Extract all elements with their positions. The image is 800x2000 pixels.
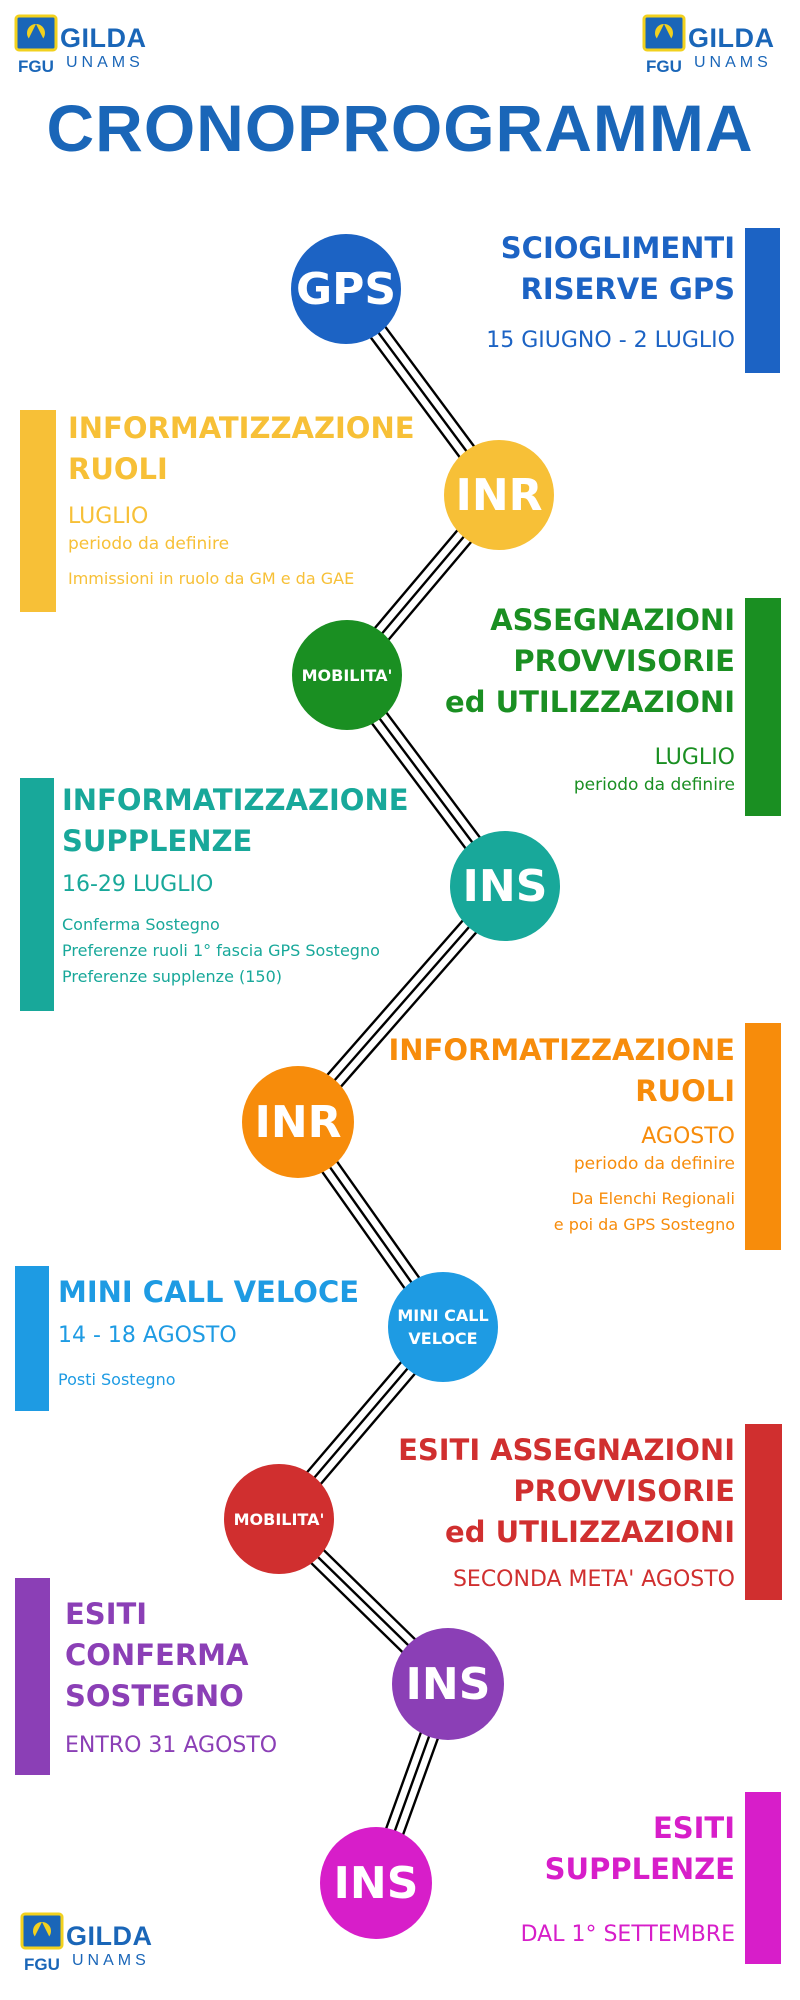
gilda-logo-icon: FGU [642, 14, 686, 76]
step-title-line: SUPPLENZE [544, 1852, 735, 1886]
bar-s1 [745, 228, 780, 373]
step-title-line: SOSTEGNO [65, 1679, 244, 1713]
node-mobilita-1: MOBILITA' [292, 620, 402, 730]
step-title-line: INFORMATIZZAZIONE [68, 411, 415, 445]
step-title-line: PROVVISORIE [513, 644, 735, 678]
bar-s5 [745, 1023, 781, 1250]
step-period: periodo da definire [68, 534, 230, 554]
node-mobilita-2: MOBILITA' [224, 1464, 334, 1574]
logo-bottom-left: FGU GILDA UNAMS [20, 1912, 172, 1980]
node-ins-2: INS [392, 1628, 504, 1740]
node-mini-call: MINI CALL VELOCE [388, 1272, 498, 1382]
step-informatizzazione-ruoli-1: INFORMATIZZAZIONE RUOLI LUGLIO periodo d… [68, 408, 448, 592]
logo-badge-text: FGU [646, 57, 682, 76]
step-title-line: RISERVE GPS [520, 272, 735, 306]
step-informatizzazione-ruoli-2: INFORMATIZZAZIONE RUOLI AGOSTO periodo d… [385, 1030, 735, 1238]
node-ins-1: INS [450, 831, 560, 941]
step-date: LUGLIO [654, 745, 735, 770]
step-title-line: ed UTILIZZAZIONI [445, 1515, 735, 1549]
node-gps: GPS [291, 234, 401, 344]
step-title-line: PROVVISORIE [513, 1474, 735, 1508]
step-note: e poi da GPS Sostegno [553, 1215, 735, 1234]
step-title-line: ESITI [652, 1811, 735, 1845]
step-mini-call-veloce: MINI CALL VELOCE 14 - 18 AGOSTO Posti So… [58, 1272, 378, 1393]
step-title-line: SCIOGLIMENTI [500, 231, 735, 265]
step-date: 14 - 18 AGOSTO [58, 1323, 237, 1348]
step-title-line: SUPPLENZE [62, 824, 253, 858]
step-title-line: ESITI [65, 1597, 148, 1631]
node-ins-3: INS [320, 1827, 432, 1939]
bar-s7 [745, 1424, 782, 1600]
page-title: CRONOPROGRAMMA [46, 91, 754, 165]
step-assegnazioni-provvisorie: ASSEGNAZIONI PROVVISORIE ed UTILIZZAZION… [400, 600, 735, 797]
bar-s4 [20, 778, 54, 1011]
gilda-logo-icon: FGU [20, 1912, 64, 1974]
gilda-logo-icon: FGU [14, 14, 58, 76]
step-title-line: ESITI ASSEGNAZIONI [398, 1433, 735, 1467]
bar-s6 [15, 1266, 49, 1411]
logo-name: GILDA [688, 23, 775, 53]
step-title-line: CONFERMA [65, 1638, 249, 1672]
step-date: AGOSTO [641, 1124, 735, 1149]
step-note: Conferma Sostegno [62, 915, 220, 934]
logo-top-right: FGU GILDA UNAMS [642, 14, 794, 82]
logo-badge-text: FGU [18, 57, 54, 76]
logo-name: GILDA [60, 23, 147, 53]
step-date: LUGLIO [68, 504, 149, 529]
bar-s3 [745, 598, 781, 816]
step-date: ENTRO 31 AGOSTO [65, 1733, 278, 1758]
step-esiti-conferma-sostegno: ESITI CONFERMA SOSTEGNO ENTRO 31 AGOSTO [65, 1594, 385, 1761]
step-note: Immissioni in ruolo da GM e da GAE [68, 569, 355, 588]
step-scioglimenti: SCIOGLIMENTI RISERVE GPS 15 GIUGNO - 2 L… [410, 228, 735, 356]
step-date: DAL 1° SETTEMBRE [520, 1922, 735, 1947]
step-note: Da Elenchi Regionali [571, 1189, 735, 1208]
step-esiti-supplenze: ESITI SUPPLENZE DAL 1° SETTEMBRE [420, 1808, 735, 1950]
step-note: Posti Sostegno [58, 1370, 176, 1389]
step-date: 15 GIUGNO - 2 LUGLIO [486, 328, 735, 353]
step-date: 16-29 LUGLIO [62, 872, 214, 897]
step-title-line: INFORMATIZZAZIONE [388, 1033, 735, 1067]
step-title-line: ASSEGNAZIONI [490, 603, 735, 637]
step-title-line: ed UTILIZZAZIONI [445, 685, 735, 719]
bar-s2 [20, 410, 56, 612]
step-title-line: RUOLI [635, 1074, 735, 1108]
bar-s8 [15, 1578, 50, 1775]
step-note: Preferenze supplenze (150) [62, 967, 283, 986]
logo-sub: UNAMS [72, 1952, 150, 1969]
node-inr-1: INR [444, 440, 554, 550]
step-period: periodo da definire [573, 1154, 735, 1174]
logo-top-left: FGU GILDA UNAMS [14, 14, 166, 82]
step-title-line: MINI CALL VELOCE [58, 1275, 360, 1309]
step-date: SECONDA META' AGOSTO [452, 1567, 735, 1592]
step-period: periodo da definire [573, 775, 735, 795]
node-inr-2: INR [242, 1066, 354, 1178]
bar-s9 [745, 1792, 781, 1964]
step-esiti-assegnazioni: ESITI ASSEGNAZIONI PROVVISORIE ed UTILIZ… [380, 1430, 735, 1595]
step-title-line: INFORMATIZZAZIONE [62, 783, 409, 817]
logo-name: GILDA [66, 1921, 153, 1951]
logo-badge-text: FGU [24, 1955, 60, 1974]
logo-sub: UNAMS [694, 54, 772, 71]
step-title-line: RUOLI [68, 452, 168, 486]
logo-sub: UNAMS [66, 54, 144, 71]
step-informatizzazione-supplenze: INFORMATIZZAZIONE SUPPLENZE 16-29 LUGLIO… [62, 780, 442, 990]
step-note: Preferenze ruoli 1° fascia GPS Sostegno [62, 941, 380, 960]
